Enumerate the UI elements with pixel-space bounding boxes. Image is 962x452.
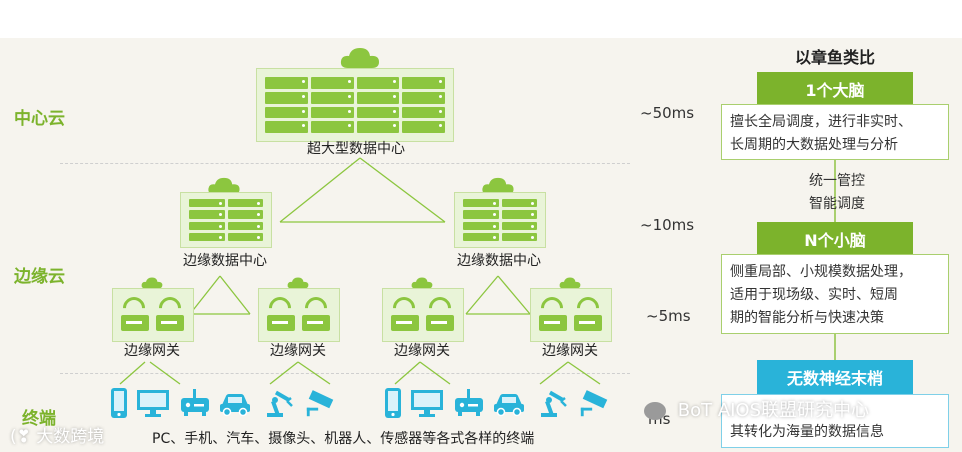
link-line <box>269 361 299 385</box>
camera-icon <box>304 386 338 420</box>
super-dc-caption: 超大型数据中心 <box>307 141 405 157</box>
super-data-center <box>256 68 454 142</box>
cloud-icon <box>286 276 310 290</box>
link-line <box>567 361 601 385</box>
link-line <box>359 157 446 223</box>
link-line <box>219 275 251 315</box>
server-rack <box>463 199 537 241</box>
link-line <box>497 275 531 315</box>
monitor-icon <box>136 386 170 420</box>
cloud-icon <box>338 46 382 70</box>
robot-arm-icon <box>536 386 570 420</box>
gateway-caption: 边缘网关 <box>542 343 598 359</box>
description-line: 其转化为海量的数据信息 <box>730 424 884 440</box>
cloud-icon <box>480 176 516 196</box>
edge-gateway <box>258 288 340 342</box>
separator-line <box>60 163 630 164</box>
edge-gateway <box>530 288 612 342</box>
small-brain-description: 侧重局部、小规模数据处理， 适用于现场级、实时、短周 期的智能分析与快速决策 <box>721 254 949 334</box>
edge-gateway <box>382 288 464 342</box>
vertical-connector <box>834 155 836 229</box>
router-icon <box>452 386 486 420</box>
edge-gateway <box>112 288 194 342</box>
link-line <box>279 157 361 223</box>
description-line: 期的智能分析与快速决策 <box>730 310 884 326</box>
car-icon <box>492 386 526 420</box>
server-rack <box>189 199 263 241</box>
link-line <box>419 361 451 385</box>
phone-icon <box>376 386 410 420</box>
edge-data-center <box>180 192 272 248</box>
tier-label-terminal: 终端 <box>22 409 56 429</box>
server-rack <box>265 77 445 133</box>
link-line <box>119 361 146 385</box>
wechat-icon <box>644 402 666 420</box>
big-brain-header: 1个大脑 <box>757 72 913 106</box>
control-line: 智能调度 <box>809 196 865 212</box>
description-line: 长周期的大数据处理与分析 <box>730 137 898 153</box>
router-icon <box>178 386 212 420</box>
nerve-endings-description: 其转化为海量的数据信息 <box>721 394 949 448</box>
description-line: 侧重局部、小规模数据处理， <box>730 264 912 280</box>
top-band <box>0 0 962 38</box>
description-line: 擅长全局调度，进行非实时、 <box>730 114 912 130</box>
link-line <box>189 275 221 315</box>
edge-dc-caption: 边缘数据中心 <box>183 253 267 269</box>
watermark-left: (❣ 大数跨境 <box>10 422 104 447</box>
right-panel-title: 以章鱼类比 <box>794 48 875 67</box>
camera-icon <box>578 386 612 420</box>
edge-data-center <box>454 192 546 248</box>
latency-gateway: ~5ms <box>646 307 691 325</box>
monitor-icon <box>410 386 444 420</box>
separator-line <box>60 373 630 374</box>
tier-label-center-cloud: 中心云 <box>14 109 65 129</box>
latency-center: ~50ms <box>640 104 695 122</box>
big-brain-description: 擅长全局调度，进行非实时、 长周期的大数据处理与分析 <box>721 104 949 160</box>
link-line <box>149 361 181 385</box>
nerve-endings-header: 无数神经末梢 <box>757 360 913 394</box>
control-line: 统一管控 <box>809 173 865 189</box>
control-label: 统一管控 智能调度 <box>792 170 882 216</box>
link-line <box>297 361 331 385</box>
terminal-caption: PC、手机、汽车、摄像头、机器人、传感器等各式各样的终端 <box>152 431 535 447</box>
cloud-icon <box>140 276 164 290</box>
cloud-icon <box>206 176 242 196</box>
description-line: 适用于现场级、实时、短周 <box>730 287 898 303</box>
robot-arm-icon <box>262 386 296 420</box>
watermark-logo-icon: (❣ <box>10 427 31 447</box>
watermark-right: BoT AIOS联盟研究中心 <box>644 396 869 422</box>
link-line <box>539 361 569 385</box>
watermark-text: 大数跨境 <box>36 427 105 447</box>
cloud-icon <box>558 276 582 290</box>
gateway-caption: 边缘网关 <box>270 343 326 359</box>
gateway-caption: 边缘网关 <box>124 343 180 359</box>
gateway-caption: 边缘网关 <box>394 343 450 359</box>
phone-icon <box>102 386 136 420</box>
link-line <box>394 361 421 385</box>
tier-label-edge-cloud: 边缘云 <box>14 267 65 287</box>
vertical-connector <box>834 330 836 362</box>
latency-edge-dc: ~10ms <box>640 216 695 234</box>
small-brain-header: N个小脑 <box>757 222 913 256</box>
watermark-text: BoT AIOS联盟研究中心 <box>677 400 870 421</box>
link-line <box>465 275 499 315</box>
cloud-icon <box>410 276 434 290</box>
edge-dc-caption: 边缘数据中心 <box>457 253 541 269</box>
car-icon <box>218 386 252 420</box>
